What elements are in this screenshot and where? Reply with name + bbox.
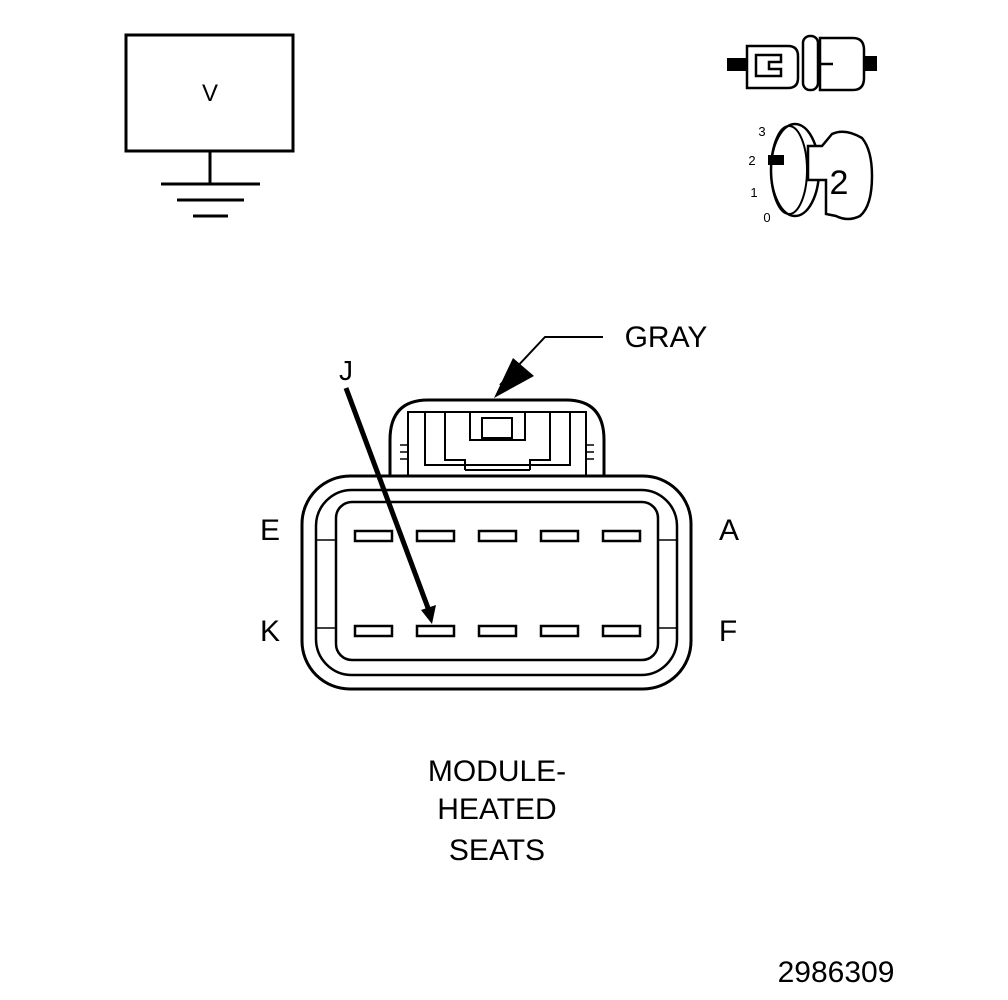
ignition-scale-2: 2 (748, 153, 755, 168)
cavity-d (415, 529, 456, 543)
cavity-g (539, 624, 580, 638)
figure-number: 2986309 (778, 956, 895, 989)
ignition-scale-1: 1 (750, 185, 757, 200)
pin-label-a: A (719, 514, 739, 547)
cavity-e (353, 529, 394, 543)
ground-icon (161, 182, 260, 218)
voltmeter-symbol: V (202, 80, 218, 107)
connector-disconnect-icon (727, 34, 877, 92)
cavity-h (477, 624, 518, 638)
ignition-scale-0: 0 (763, 210, 770, 225)
ignition-position-label: 2 (830, 164, 849, 202)
pin-label-f: F (719, 615, 737, 648)
caption-line-2: HEATED (437, 793, 556, 826)
connector-face (300, 398, 693, 691)
caption-line-3: SEATS (449, 834, 545, 867)
pin-label-k: K (260, 615, 280, 648)
cavity-k (353, 624, 394, 638)
caption-line-1: MODULE- (428, 755, 566, 788)
cavity-j (415, 624, 456, 638)
pin-callout-arrow (343, 387, 436, 624)
voltmeter-icon: V (124, 33, 295, 218)
terminal-cavities (353, 529, 642, 638)
cavity-f (601, 624, 642, 638)
connector-caption: MODULE- HEATED SEATS (428, 755, 566, 867)
cavity-c (477, 529, 518, 543)
color-callout-arrow (494, 336, 603, 398)
color-label: GRAY (625, 321, 708, 354)
cavity-a (601, 529, 642, 543)
pin-callout-label: J (339, 355, 353, 386)
cavity-b (539, 529, 580, 543)
ignition-scale-3: 3 (758, 124, 765, 139)
ignition-switch-icon: 3 2 1 0 2 (748, 122, 874, 225)
pin-label-e: E (260, 514, 280, 547)
